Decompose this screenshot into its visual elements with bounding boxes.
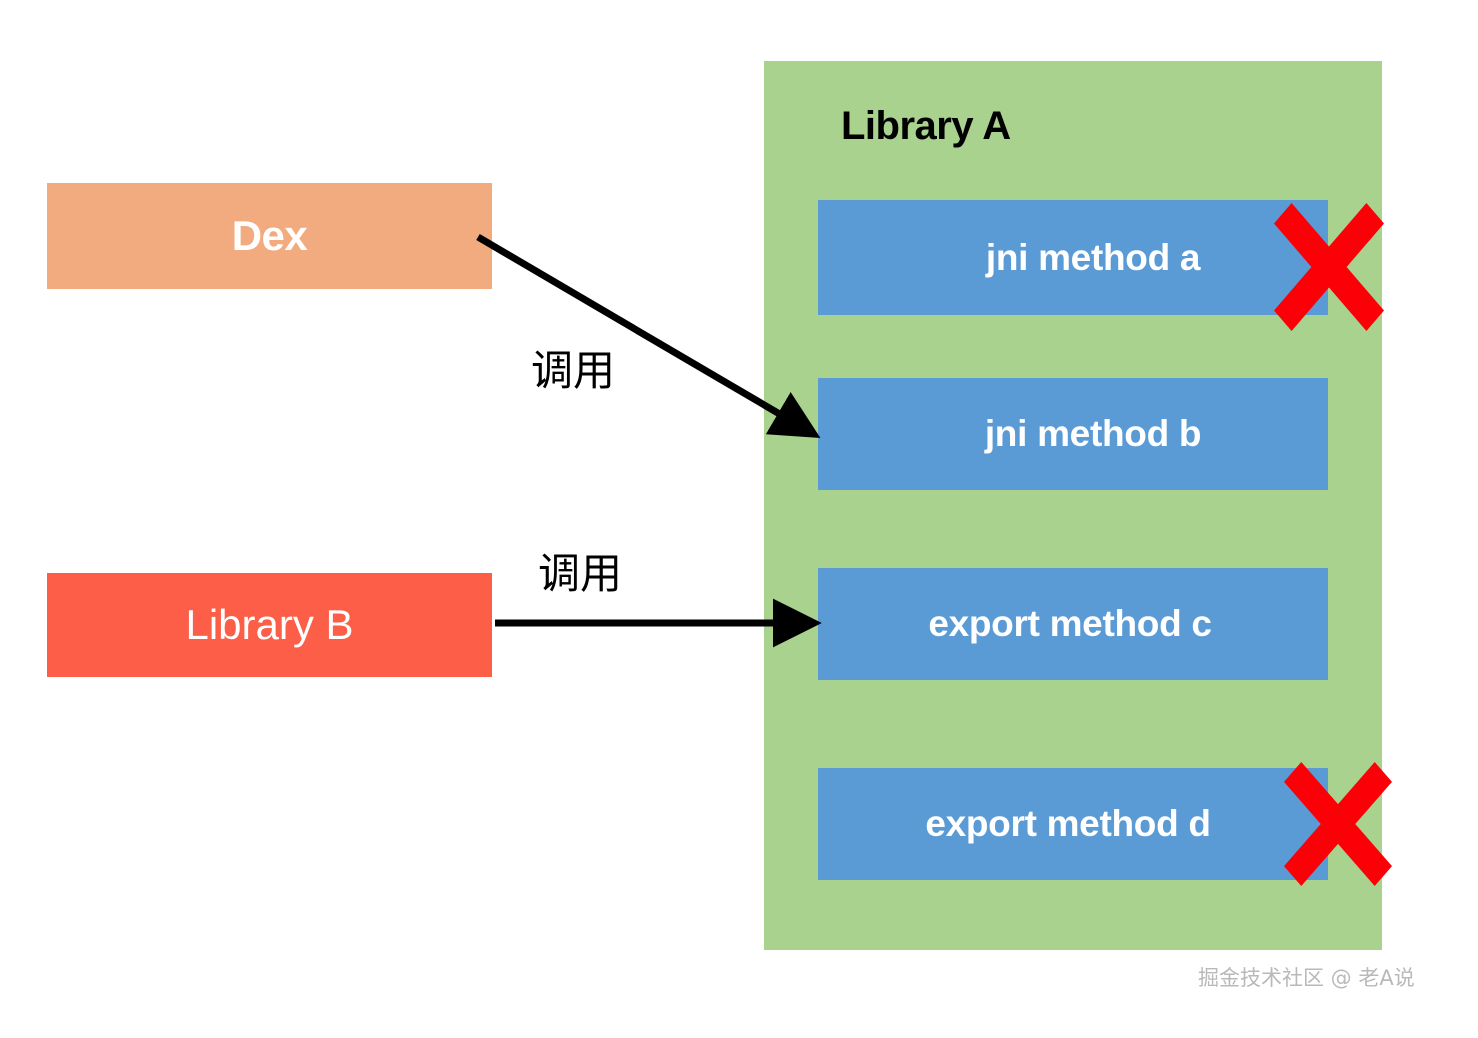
edge-label-call-library-b: 调用: [538, 549, 623, 598]
method-box-label: export method c: [928, 603, 1212, 644]
source-box-dex[interactable]: Dex: [47, 183, 492, 289]
source-box-label: Library B: [185, 601, 354, 648]
method-box-export-method-c[interactable]: export method c: [818, 568, 1328, 680]
method-box-label: jni method b: [984, 413, 1202, 454]
arrow-dex-to-jni-method-b: [476, 233, 821, 438]
watermark: 掘金技术社区 @ 老A说: [1198, 966, 1415, 990]
method-box-label: jni method a: [985, 236, 1201, 278]
source-box-library-b[interactable]: Library B: [47, 573, 492, 677]
method-box-export-method-d[interactable]: export method d: [818, 768, 1328, 880]
source-box-label: Dex: [231, 212, 308, 259]
library-a-title: Library A: [841, 104, 1011, 148]
edge-label-call-dex: 调用: [531, 346, 616, 395]
method-box-jni-method-a[interactable]: jni method a: [818, 200, 1328, 315]
method-box-jni-method-b[interactable]: jni method b: [818, 378, 1328, 490]
method-box-label: export method d: [925, 803, 1211, 844]
